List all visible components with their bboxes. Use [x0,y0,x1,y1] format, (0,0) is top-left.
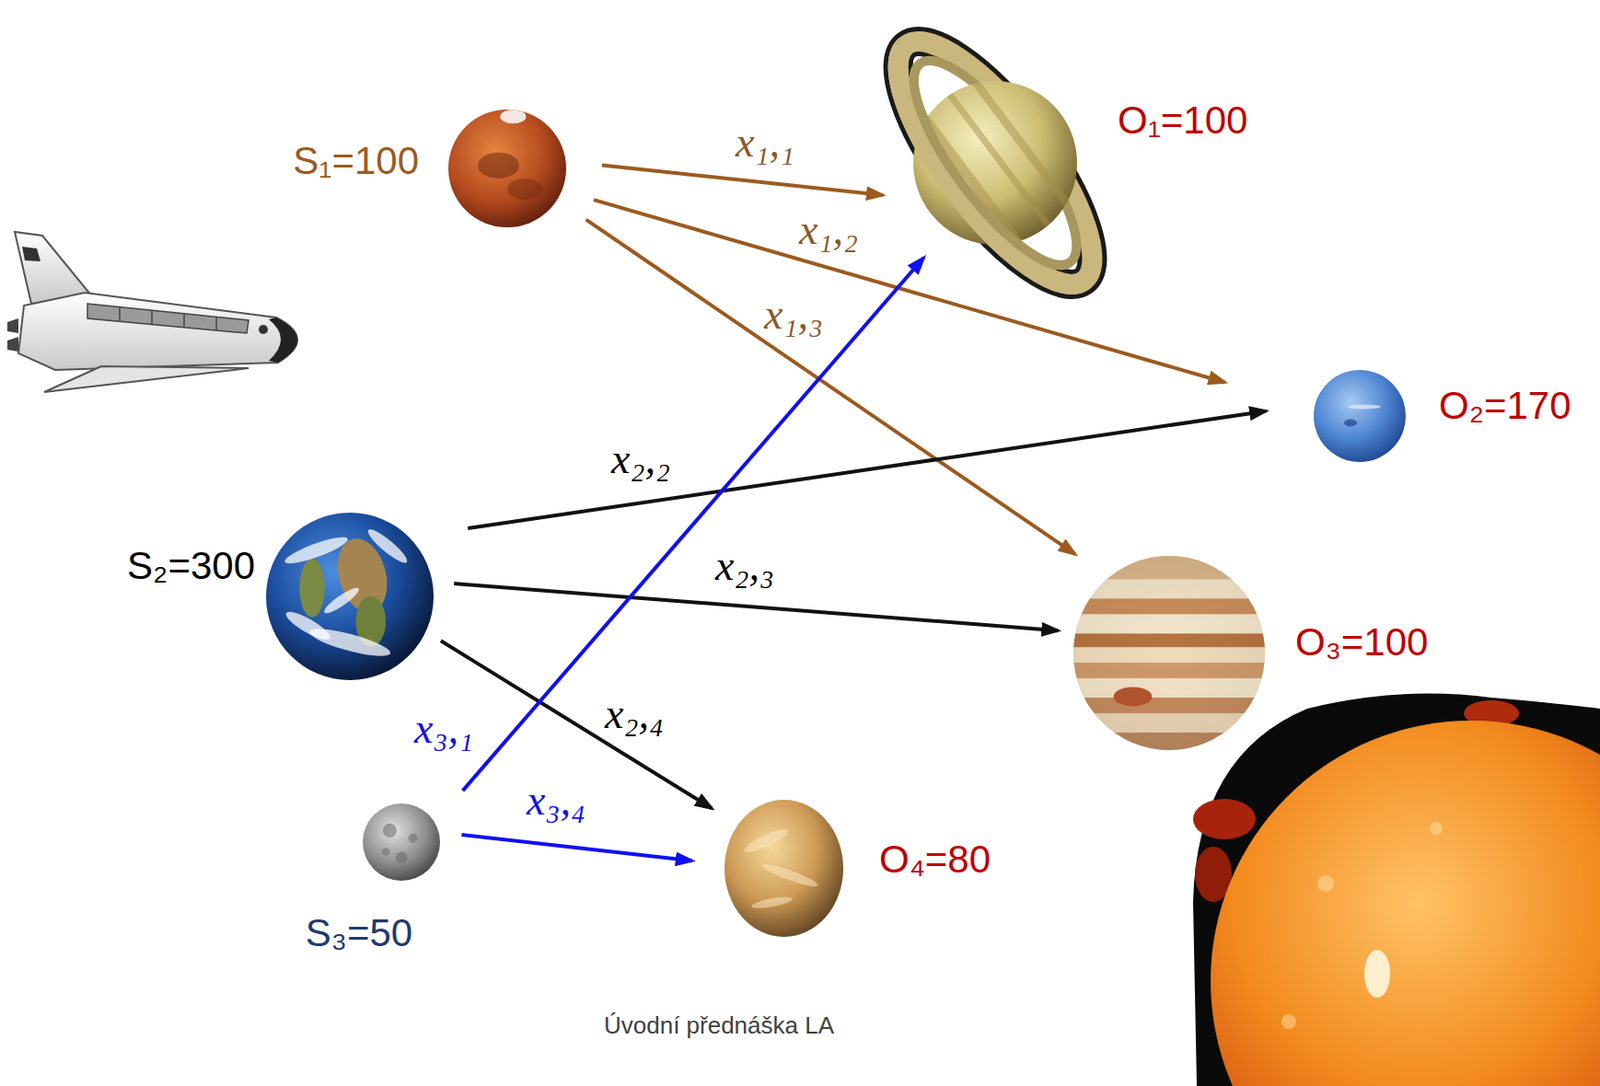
flow-arrow [453,583,1058,631]
saturn-ring-shadow [867,15,1124,311]
shuttle-bay-lines [119,307,217,331]
moon-planet: S₃=50 [362,803,441,882]
moon-crater [395,852,408,865]
shuttle-nose [268,317,298,363]
flow-variable: x₂,₃ [712,543,777,591]
shuttle-engines [7,318,19,352]
neptune-drawing [1313,370,1406,463]
shuttle-body [18,292,298,371]
flow-variable: x₃,₁ [411,706,476,754]
flow-arrow [602,164,883,196]
shuttle-bay [87,303,249,334]
moon-crater [382,847,390,856]
footer-note: Úvodní přednáška LA [603,1011,835,1041]
saturn-drawing [913,81,1078,245]
flow-variable: x₂,₂ [608,436,673,484]
earth-disc [266,512,434,681]
venus-cloud [750,894,793,911]
sun [1193,694,1600,1086]
quantity-label: S₃=50 [305,911,413,956]
flow-arrow [467,411,1266,529]
quantity-label: O₁=100 [1117,98,1248,143]
mars-disc [448,109,567,228]
flow-variable: x₃,₄ [523,777,589,825]
sun-granule [1317,875,1334,893]
venus-cloud [759,860,819,891]
saturn-planet: O₁=100 [913,81,1078,245]
flow-arrow [463,257,925,791]
saturn-ring [867,15,1124,311]
venus-drawing [724,800,844,938]
jupiter-planet: O₃=100 [1073,556,1265,751]
moon-crater [408,834,418,844]
saturn-ring [867,15,1124,311]
venus-disc [724,800,844,938]
mars-region [507,178,543,200]
flow-arrow [462,834,693,861]
space-shuttle [7,231,298,393]
mars-polar-cap [499,109,526,124]
shuttle-window [258,324,268,335]
sun-spot [1364,950,1391,998]
flow-variable: x₁,₂ [796,207,861,255]
jupiter-shade [1073,556,1265,751]
earth-drawing [266,512,434,681]
venus-planet: O₄=80 [724,800,844,938]
quantity-label: S₁=100 [292,139,419,184]
moon-crater [382,823,397,838]
moon-disc [362,803,441,882]
quantity-label: S₂=300 [127,544,256,589]
earth-cloud [364,525,411,568]
flow-arrow [586,220,1076,556]
saturn-band [919,10,1124,278]
quantity-label: O₄=80 [879,837,991,882]
flow-variable: x₁,₃ [761,291,826,339]
jupiter-drawing [1073,556,1265,751]
mars-region [477,152,520,179]
flow-variable: x₂,₄ [602,691,667,739]
venus-cloud [742,824,790,856]
neptune-planet: O₂=170 [1313,370,1406,463]
sun-granule [1281,1014,1297,1030]
moon-drawing [362,803,441,882]
earth-cloud [321,584,362,617]
quantity-label: O₃=100 [1295,620,1428,665]
jupiter-disc [1073,556,1265,751]
sun-disc [1210,720,1600,1086]
shuttle-wing [44,366,249,393]
neptune-disc [1313,370,1406,463]
neptune-spot [1344,419,1357,428]
neptune-streak [1348,405,1381,410]
solar-flare [1193,799,1256,840]
mars-drawing [448,109,567,228]
earth-cloud [282,533,350,569]
flow-variable: x₁,₁ [732,119,798,167]
quantity-label: O₂=170 [1438,383,1572,429]
earth-planet: S₂=300 [266,512,434,681]
earth-continent [299,558,325,618]
saturn-ring [888,39,1102,286]
shuttle-tail-stripe [22,246,41,262]
sun-granule [1429,822,1443,835]
mars-planet: S₁=100 [448,109,567,228]
